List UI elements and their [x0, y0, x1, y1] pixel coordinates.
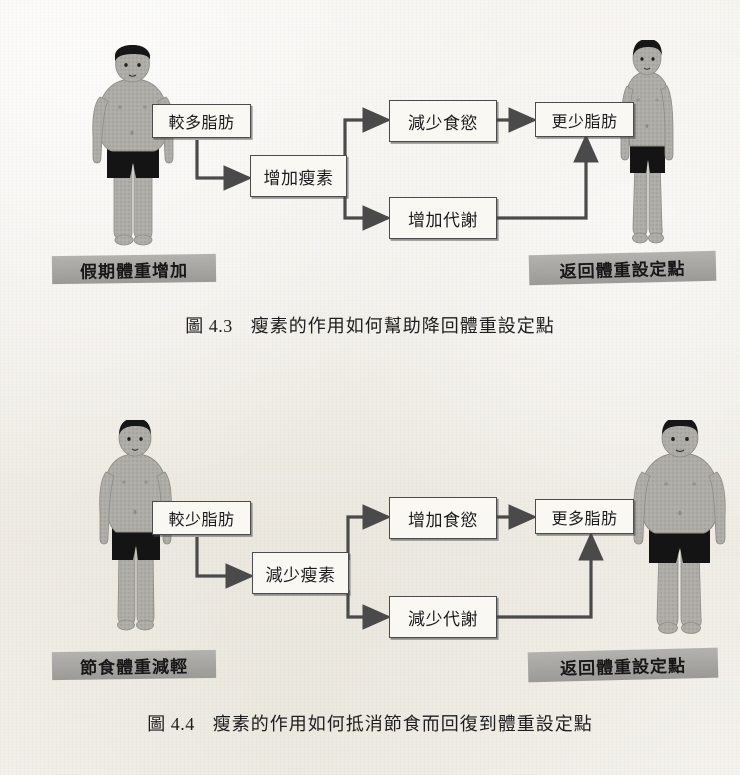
- label-return-to-setpoint-1-text: 返回體重設定點: [559, 258, 686, 282]
- node-decrease-appetite[interactable]: 減少食慾: [389, 100, 497, 142]
- overweight-person-right-figure-4-4: [628, 417, 732, 643]
- node-more-fat-2-label: 更多脂肪: [551, 510, 618, 528]
- node-less-fat-2-label: 較少脂肪: [168, 512, 235, 529]
- node-decrease-leptin-label: 減少瘦素: [265, 565, 336, 585]
- label-return-to-setpoint-2: 返回體重設定點: [527, 647, 719, 683]
- node-more-fat-2[interactable]: 更多脂肪: [535, 499, 634, 534]
- node-less-fat[interactable]: 更少脂肪: [535, 102, 634, 137]
- label-holiday-weight-gain: 假期體重增加: [51, 253, 217, 285]
- node-less-fat-label: 更少脂肪: [551, 113, 618, 131]
- node-less-fat-2[interactable]: 較少脂肪: [152, 501, 251, 535]
- slimmer-person-left-figure-4-4: [88, 418, 182, 640]
- label-return-to-setpoint-1: 返回體重設定點: [528, 250, 717, 286]
- label-return-to-setpoint-2-text: 返回體重設定點: [559, 655, 687, 679]
- figure-4-4-caption-text: 瘦素的作用如何抵消節食而回復到體重設定點: [212, 714, 593, 734]
- node-decrease-metabolism[interactable]: 減少代謝: [389, 596, 497, 638]
- node-increase-appetite[interactable]: 增加食慾: [389, 497, 497, 539]
- figure-4-3-caption: 圖 4.3 瘦素的作用如何幫助降回體重設定點: [0, 312, 740, 338]
- figure-4-3-caption-text: 瘦素的作用如何幫助降回體重設定點: [250, 316, 555, 336]
- label-holiday-weight-gain-text: 假期體重增加: [79, 260, 189, 282]
- node-increase-metabolism[interactable]: 增加代謝: [389, 197, 497, 239]
- node-increase-metabolism-label: 增加代謝: [408, 210, 478, 230]
- node-increase-leptin-label: 增加瘦素: [263, 168, 334, 188]
- figure-4-3: 較多脂肪 增加瘦素 減少食慾 增加代謝 更少脂肪 假期體重增加 返回體重設定點 …: [0, 0, 740, 350]
- figure-4-4: 較少脂肪 減少瘦素 增加食慾 減少代謝 更多脂肪 節食體重減輕 返回體重設定點 …: [0, 392, 740, 775]
- lean-person-right-figure-4-3: [604, 39, 690, 255]
- node-decrease-leptin[interactable]: 減少瘦素: [252, 552, 349, 594]
- label-diet-weight-loss-text: 節食體重減輕: [79, 656, 189, 678]
- figure-4-3-connectors: [0, 0, 740, 350]
- label-diet-weight-loss: 節食體重減輕: [51, 649, 217, 681]
- node-increase-leptin[interactable]: 增加瘦素: [250, 155, 347, 197]
- figure-4-4-caption: 圖 4.4 瘦素的作用如何抵消節食而回復到體重設定點: [0, 710, 740, 736]
- node-decrease-appetite-label: 減少食慾: [408, 113, 478, 133]
- figure-4-4-caption-number: 圖 4.4: [147, 714, 195, 734]
- overweight-person-left-figure-4-3: [84, 45, 180, 255]
- node-increase-appetite-label: 增加食慾: [408, 510, 478, 530]
- node-more-fat[interactable]: 較多脂肪: [152, 104, 251, 138]
- node-decrease-metabolism-label: 減少代謝: [408, 609, 478, 629]
- figure-4-4-connectors: [0, 392, 740, 775]
- node-more-fat-label: 較多脂肪: [168, 115, 235, 132]
- figure-4-3-caption-number: 圖 4.3: [185, 316, 233, 336]
